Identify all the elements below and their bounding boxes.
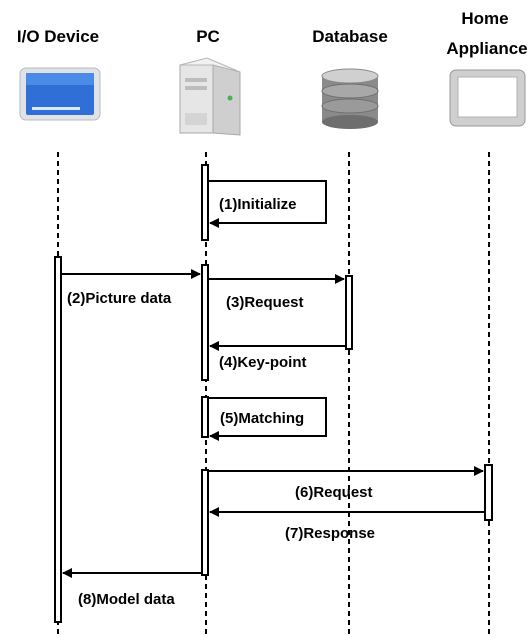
- message-arrow-initialize: [208, 180, 327, 228]
- message-label-key-point: (4)Key-point: [219, 354, 307, 371]
- activation-pc-final: [201, 469, 209, 576]
- activation-pc-init: [201, 164, 209, 241]
- message-arrow-matching: [208, 397, 327, 441]
- activation-bars: [54, 164, 493, 623]
- participant-label-pc: PC: [196, 27, 220, 46]
- activation-io-device: [54, 256, 62, 623]
- participant-label-io-device: I/O Device: [17, 27, 99, 46]
- participant-label-appliance: Appliance: [446, 39, 527, 58]
- participant-label-home: Home: [461, 9, 508, 28]
- activation-home-appliance: [484, 464, 493, 521]
- pc-tower-icon: [179, 57, 241, 136]
- message-label-initialize: (1)Initialize: [219, 196, 297, 213]
- message-label-matching: (5)Matching: [220, 410, 304, 427]
- database-icon: [321, 68, 379, 129]
- message-label-request-appliance: (6)Request: [295, 484, 373, 501]
- activation-database: [345, 275, 353, 350]
- message-label-model-data: (8)Model data: [78, 591, 175, 608]
- appliance-icon: [449, 69, 526, 127]
- message-label-request-db: (3)Request: [226, 294, 304, 311]
- participant-label-database: Database: [312, 27, 388, 46]
- activation-pc-request: [201, 264, 209, 381]
- activation-pc-matching: [201, 396, 209, 438]
- lifelines: [57, 152, 490, 637]
- message-label-picture-data: (2)Picture data: [67, 290, 172, 307]
- message-label-response: (7)Response: [285, 525, 375, 542]
- tablet-icon: [19, 67, 101, 121]
